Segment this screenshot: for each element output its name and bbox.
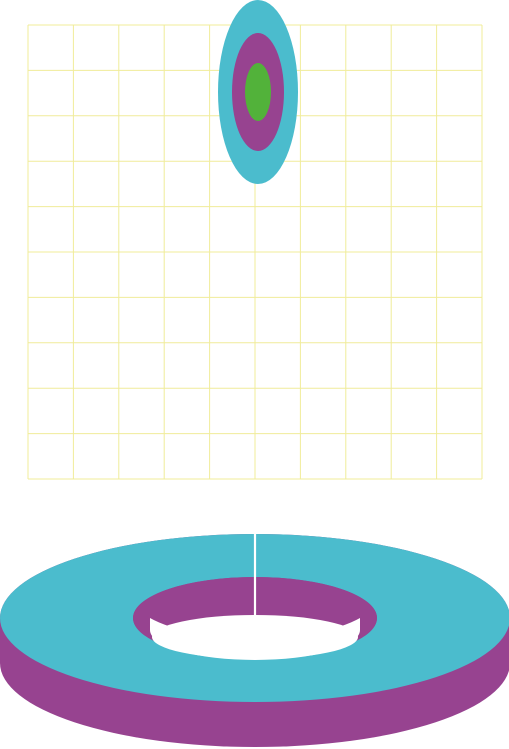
target-inner-ring — [245, 63, 271, 121]
donut-3d — [0, 533, 509, 747]
donut-top-face — [0, 534, 509, 702]
target — [218, 0, 298, 184]
donut-hole-opening — [152, 615, 358, 659]
